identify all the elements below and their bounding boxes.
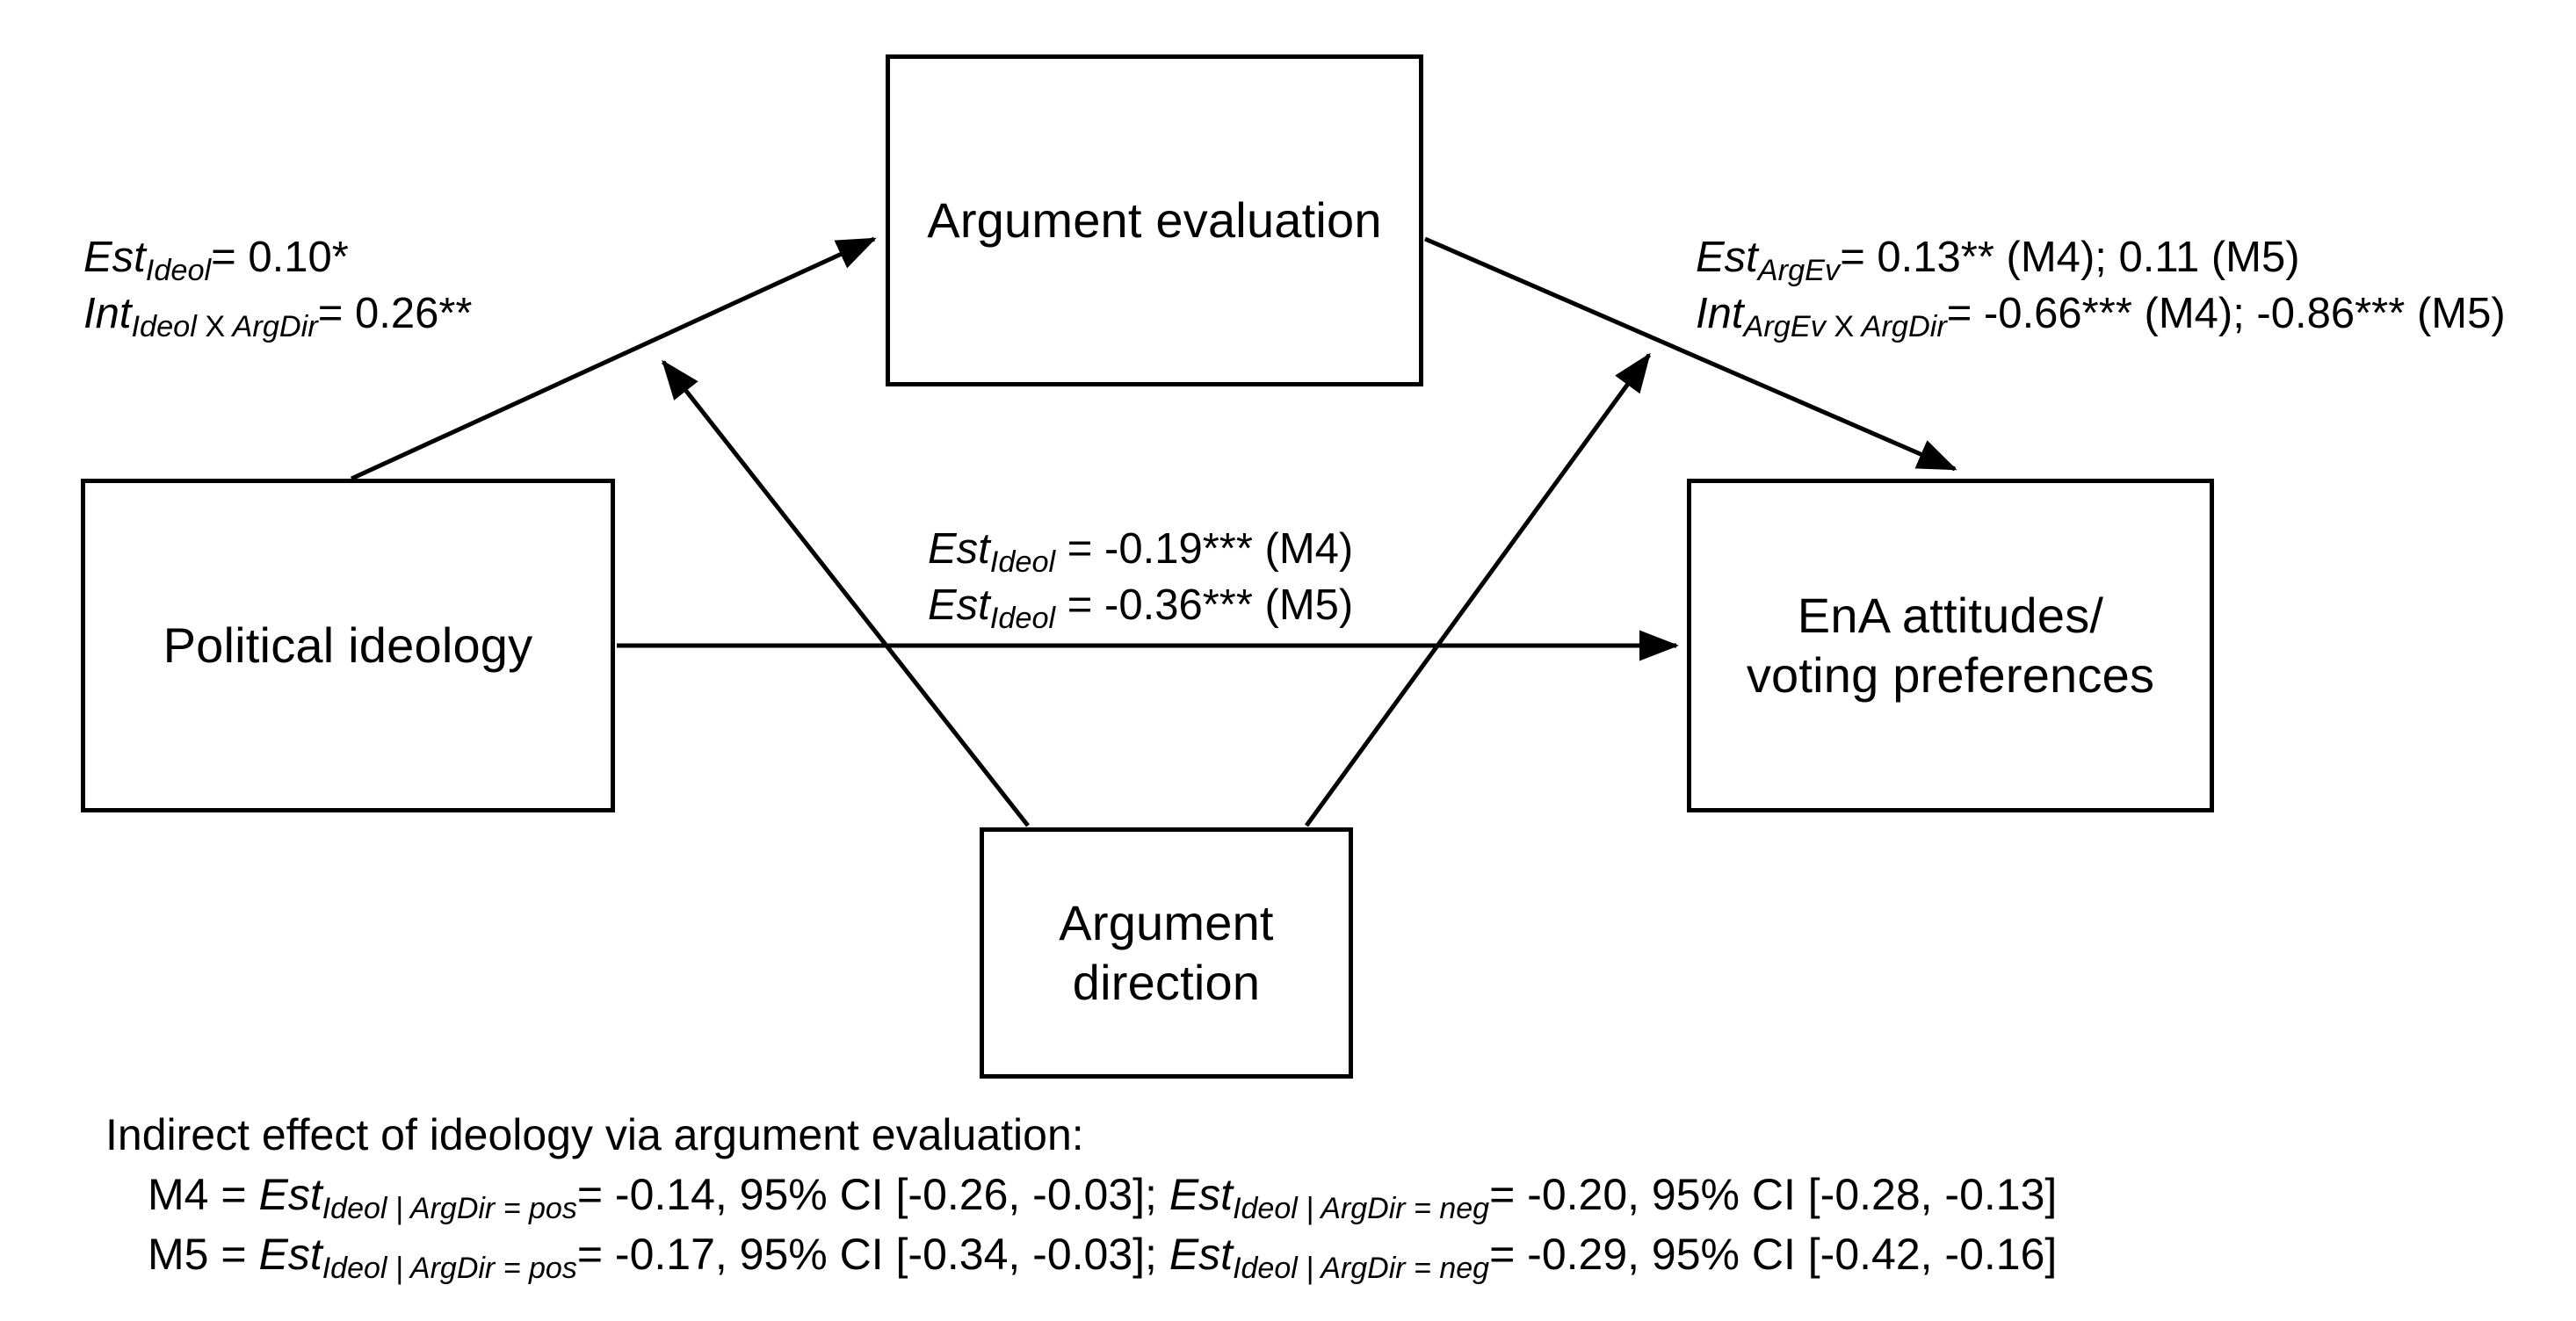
node-political-ideology[interactable]: Political ideology — [81, 479, 615, 812]
arrow-argument-evaluation-to-ena — [1424, 236, 1957, 472]
stat-value: = 0.10* — [211, 234, 349, 281]
stat-subscript: Ideol — [989, 545, 1056, 580]
stat-value: = 0.13** (M4); 0.11 (M5) — [1840, 234, 2300, 281]
stat-value: = -0.66*** (M4); -0.86*** (M5) — [1946, 289, 2506, 337]
stat-subscript: Ideol — [989, 601, 1056, 635]
node-argument-direction[interactable]: Argument direction — [980, 827, 1353, 1079]
stat-name: Est — [83, 234, 146, 281]
stat-name: Est — [1169, 1230, 1234, 1279]
stat-subscript: Ideol — [145, 254, 212, 288]
node-ena-attitudes[interactable]: EnA attitudes/ voting preferences — [1687, 479, 2214, 812]
node-ena-attitudes-label-line1: EnA attitudes/ — [1797, 587, 2104, 643]
stat-name: Est — [258, 1170, 322, 1219]
edge-label-line-m4: EstIdeol = -0.19*** (M4) — [928, 522, 1354, 580]
footnote-model-label: M4 = — [148, 1170, 247, 1219]
stat-subscript: ArgEv — [1757, 254, 1841, 288]
stat-subscript: Ideol | ArgDir = neg — [1233, 1192, 1490, 1226]
footnote-heading: Indirect effect of ideology via argument… — [105, 1110, 1084, 1159]
stat-subscript: ArgEv X ArgDir — [1743, 309, 1947, 343]
stat-value: = -0.29, 95% CI [-0.42, -0.16] — [1489, 1230, 2058, 1279]
stat-name: Est — [928, 581, 990, 629]
footnote-model-label: M5 = — [148, 1230, 247, 1279]
stat-subscript: Ideol | ArgDir = neg — [1233, 1252, 1490, 1286]
stat-subscript: Ideol X ArgDir — [131, 309, 318, 343]
stat-name: Int — [83, 289, 132, 337]
node-argument-evaluation-label: Argument evaluation — [927, 191, 1382, 248]
edge-label-line-est: EstArgEv= 0.13** (M4); 0.11 (M5) — [1696, 230, 2506, 288]
arrow-direction-to-argument-evaluation — [662, 359, 1030, 827]
stat-value: = -0.14, 95% CI [-0.26, -0.03]; — [576, 1170, 1157, 1219]
stat-value: = -0.36*** (M5) — [1067, 581, 1354, 629]
arrow-ideology-to-argument-evaluation — [350, 236, 877, 481]
stat-name: Est — [928, 525, 990, 573]
stat-name: Est — [1696, 234, 1758, 281]
edge-label-direct-effect: EstIdeol = -0.19*** (M4) EstIdeol = -0.3… — [928, 522, 1354, 635]
stat-name: Int — [1696, 289, 1744, 337]
node-political-ideology-label: Political ideology — [163, 617, 533, 673]
edge-label-ideology-to-argument-evaluation: EstIdeol= 0.10* IntIdeol X ArgDir= 0.26*… — [83, 230, 472, 343]
node-argument-direction-label-line2: direction — [1072, 955, 1261, 1010]
stat-value: = -0.20, 95% CI [-0.28, -0.13] — [1489, 1170, 2058, 1219]
node-argument-direction-label-line1: Argument — [1059, 894, 1274, 950]
stat-value: = -0.19*** (M4) — [1067, 525, 1354, 573]
edge-label-argument-evaluation-to-ena: EstArgEv= 0.13** (M4); 0.11 (M5) IntArgE… — [1696, 230, 2506, 343]
node-argument-direction-label: Argument direction — [1059, 893, 1273, 1014]
footnote-row-m5: M5 = EstIdeol | ArgDir = pos= -0.17, 95%… — [105, 1224, 2058, 1286]
edge-label-line-int: IntIdeol X ArgDir= 0.26** — [83, 286, 472, 343]
node-ena-attitudes-label-line2: voting preferences — [1746, 647, 2155, 703]
node-argument-evaluation[interactable]: Argument evaluation — [886, 54, 1423, 386]
footnote-indirect-effects: Indirect effect of ideology via argument… — [105, 1105, 2058, 1286]
node-ena-attitudes-label: EnA attitudes/ voting preferences — [1747, 586, 2154, 706]
stat-value: = -0.17, 95% CI [-0.34, -0.03]; — [576, 1230, 1157, 1279]
edge-label-line-est: EstIdeol= 0.10* — [83, 230, 472, 288]
stat-value: = 0.26** — [317, 289, 473, 337]
edge-label-line-m5: EstIdeol = -0.36*** (M5) — [928, 578, 1354, 635]
stat-subscript: Ideol | ArgDir = pos — [322, 1252, 577, 1286]
footnote-row-m4: M4 = EstIdeol | ArgDir = pos= -0.14, 95%… — [105, 1165, 2058, 1226]
stat-name: Est — [258, 1230, 322, 1279]
arrow-direction-to-ena — [1304, 352, 1652, 827]
stat-subscript: Ideol | ArgDir = pos — [322, 1192, 577, 1226]
edge-label-line-int: IntArgEv X ArgDir= -0.66*** (M4); -0.86*… — [1696, 286, 2506, 343]
stat-name: Est — [1169, 1170, 1234, 1219]
